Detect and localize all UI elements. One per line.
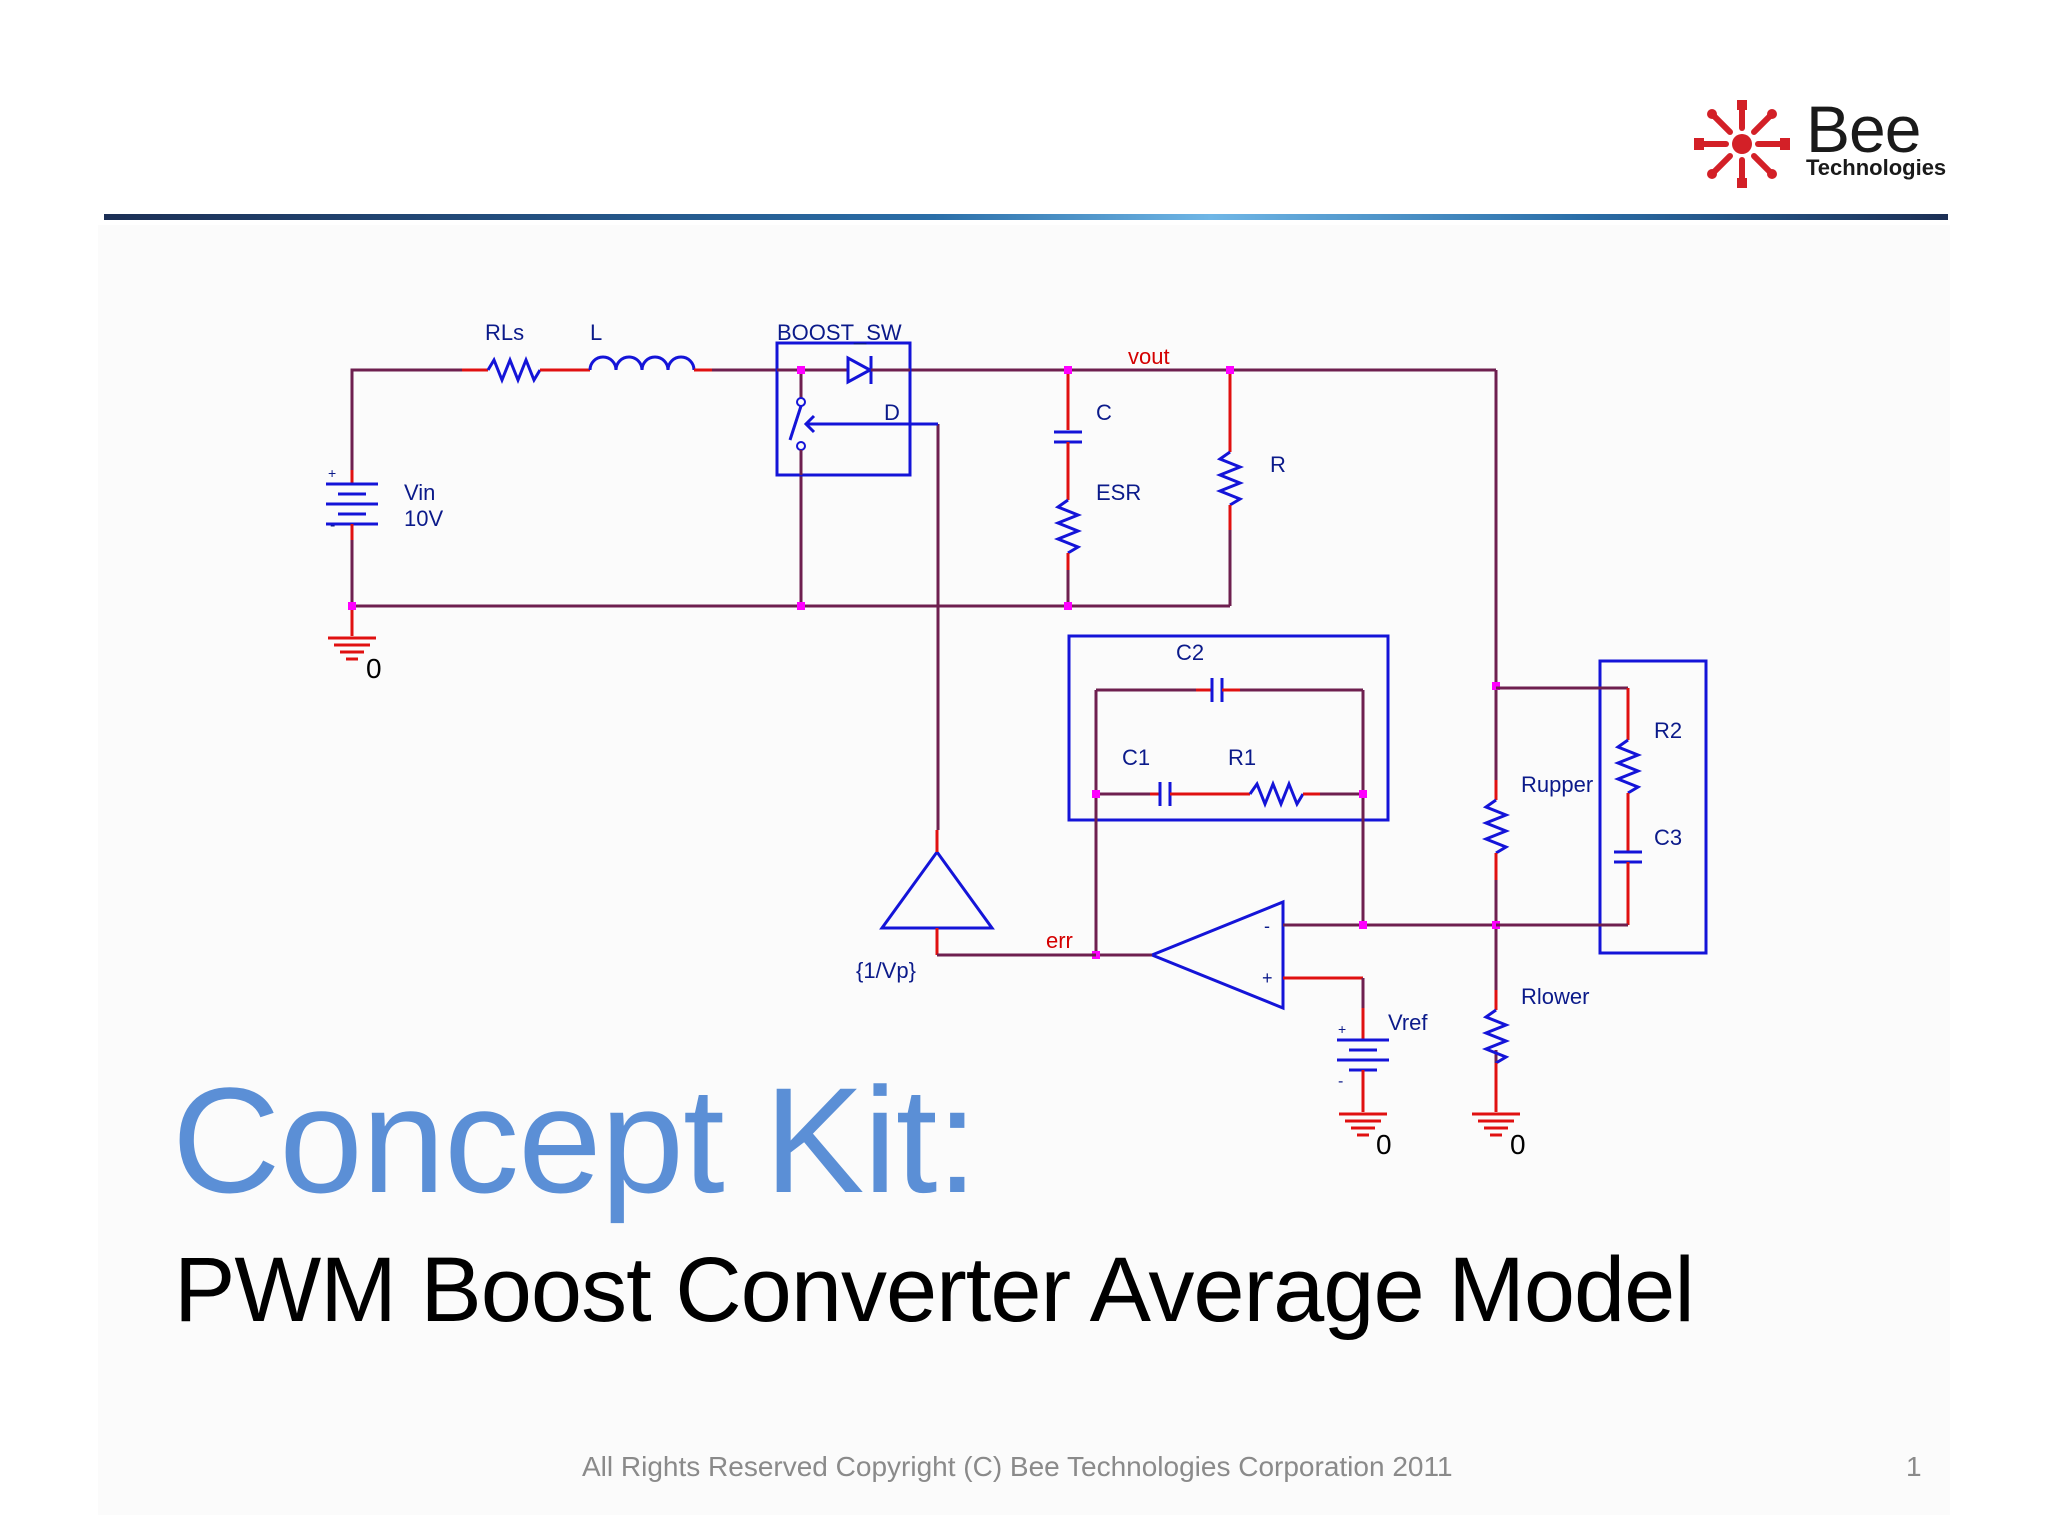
content-panel: [98, 225, 1950, 1515]
r2-c3-network: [1496, 659, 1708, 955]
inductor-l: [565, 355, 712, 372]
opamp-minus-sign: -: [1264, 916, 1270, 936]
power-stage-nodes: [348, 366, 1234, 610]
ground-symbol-vin: [328, 606, 376, 661]
boost-sw-label: BOOST_SW: [777, 320, 902, 345]
inductor-label: L: [590, 320, 602, 345]
resistor-r-label: R: [1270, 452, 1286, 477]
esr-label: ESR: [1096, 480, 1141, 505]
duty-pin-label: D: [884, 400, 900, 425]
vref-plus-sign: +: [1338, 1021, 1346, 1037]
page-number: 1: [1906, 1451, 1922, 1482]
vref-label: Vref: [1388, 1010, 1428, 1035]
rls-label: RLs: [485, 320, 524, 345]
vref-battery: + -: [1337, 1008, 1389, 1137]
esr-resistor: [1053, 476, 1083, 570]
err-net-label: err: [1046, 928, 1073, 953]
c1-label: C1: [1122, 745, 1150, 770]
vref-minus-sign: -: [1338, 1073, 1343, 1090]
vin-value: 10V: [404, 506, 443, 531]
logo-tagline: Technologies: [1806, 155, 1947, 180]
gain-label: {1/Vp}: [856, 958, 916, 983]
power-stage-wires: [350, 368, 1498, 1100]
slide-subtitle: PWM Boost Converter Average Model: [174, 1239, 1695, 1341]
rupper-label: Rupper: [1521, 772, 1593, 797]
r2-label: R2: [1654, 718, 1682, 743]
slide-title: Concept Kit:: [172, 1056, 978, 1224]
vin-battery: + -: [326, 465, 378, 540]
gain-block-triangle: [879, 830, 1096, 957]
vout-net-label: vout: [1128, 344, 1170, 369]
error-amplifier: - +: [1092, 899, 1496, 1011]
vin-minus-sign: -: [330, 517, 335, 534]
boost-switch-block: [775, 341, 938, 477]
header-rule: [104, 214, 1948, 220]
load-resistor-r: [1215, 370, 1245, 530]
r1-label: R1: [1228, 745, 1256, 770]
output-capacitor-c: [1054, 370, 1082, 476]
c3-label: C3: [1654, 825, 1682, 850]
vref-ground-label: 0: [1376, 1129, 1392, 1160]
opamp-plus-sign: +: [1262, 968, 1273, 988]
rlower-ground-label: 0: [1510, 1129, 1526, 1160]
vin-label: Vin: [404, 480, 435, 505]
capacitor-c-label: C: [1096, 400, 1112, 425]
c2-label: C2: [1176, 640, 1204, 665]
logo-wordmark: Bee: [1806, 92, 1921, 166]
vin-plus-sign: +: [328, 465, 336, 481]
bee-star-logo-icon: [1694, 100, 1790, 188]
bee-technologies-logo: Bee Technologies: [1690, 94, 1960, 190]
rlower-label: Rlower: [1521, 984, 1589, 1009]
vin-ground-label: 0: [366, 653, 382, 684]
rls-resistor: [462, 355, 565, 385]
copyright-footer: All Rights Reserved Copyright (C) Bee Te…: [582, 1451, 1453, 1482]
compensation-network: [1067, 634, 1390, 955]
